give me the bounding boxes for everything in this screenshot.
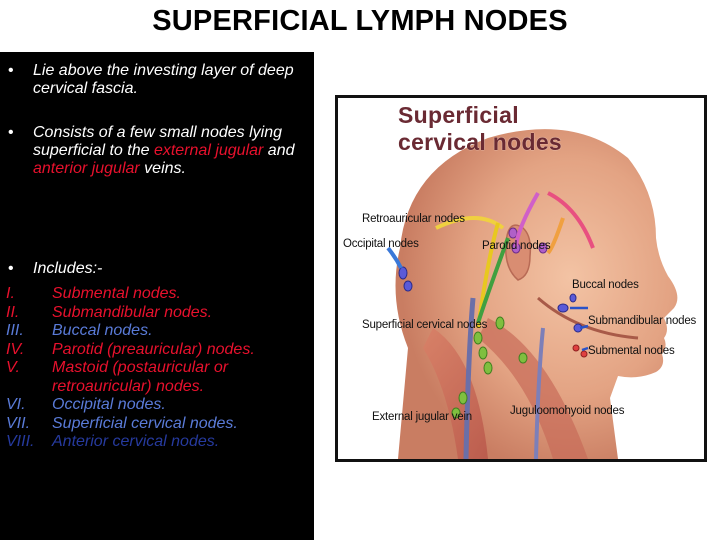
highlight-anterior-jugular: anterior jugular	[33, 160, 140, 177]
bullet-symbol: •	[8, 260, 14, 277]
list-text: Buccal nodes.	[52, 322, 153, 339]
neck-muscle	[478, 318, 588, 459]
right-label-arrows	[570, 306, 589, 352]
node-list: I. Submental nodes. II. Submandibular no…	[6, 285, 311, 452]
list-text: Anterior cervical nodes.	[52, 433, 220, 450]
list-text: Submental nodes.	[52, 285, 181, 302]
list-number: III.	[6, 322, 24, 339]
list-text: Superficial cervical nodes.	[52, 414, 238, 432]
list-item: V. Mastoid (postauricular or retroauricu…	[6, 359, 311, 396]
list-item: II. Submandibular nodes.	[6, 304, 311, 323]
list-number: IV.	[6, 340, 25, 358]
bullet-symbol: •	[8, 62, 14, 79]
slide-title: SUPERFICIAL LYMPH NODES	[152, 5, 568, 37]
label-parotid: Parotid nodes	[482, 240, 551, 252]
bullet-fascia: • Lie above the investing layer of deep …	[8, 62, 308, 98]
bullet-includes: • Includes:-	[8, 260, 308, 278]
list-number: VII.	[6, 414, 31, 432]
neck-illustration	[386, 129, 678, 459]
external-jugular-vein	[463, 297, 476, 459]
list-number: VI.	[6, 396, 26, 413]
list-item: VIII. Anterior cervical nodes.	[6, 433, 311, 452]
label-external-jugular: External jugular vein	[372, 411, 472, 423]
leader-arrows	[386, 191, 595, 329]
list-text: Submandibular nodes.	[52, 303, 213, 321]
label-occipital: Occipital nodes	[343, 238, 419, 250]
anatomy-figure: Superficial cervical nodes Retroauricula…	[335, 95, 707, 462]
text-panel: • Lie above the investing layer of deep …	[0, 52, 314, 540]
sternocleidomastoid	[423, 328, 488, 459]
list-number: I.	[6, 285, 15, 302]
bullet-text: Includes:-	[33, 260, 103, 277]
lymph-nodes-green	[451, 316, 528, 419]
label-superficial-cervical: Superficial cervical nodes	[362, 319, 488, 331]
list-item: I. Submental nodes.	[6, 285, 311, 304]
highlight-external-jugular: external jugular	[153, 142, 264, 159]
list-item: VI. Occipital nodes.	[6, 396, 311, 415]
list-text: Mastoid (postauricular or retroauricular…	[52, 359, 229, 395]
label-retroauricular: Retroauricular nodes	[362, 213, 465, 225]
list-item: III. Buccal nodes.	[6, 322, 311, 341]
lymph-nodes-red	[572, 344, 588, 358]
label-submental: Submental nodes	[588, 345, 675, 357]
label-buccal: Buccal nodes	[572, 279, 639, 291]
lymph-nodes-blue	[398, 266, 583, 333]
jaw-line	[537, 296, 639, 340]
figure-title: Superficial cervical nodes	[398, 102, 563, 155]
bullet-text: Lie above the investing layer of deep ce…	[33, 62, 294, 97]
list-number: II.	[6, 303, 20, 321]
bullet-symbol: •	[8, 124, 14, 141]
anterior-jugular-vein	[534, 327, 545, 459]
list-text: Occipital nodes.	[52, 396, 166, 413]
bullet-text: Consists of a few small nodes lying supe…	[33, 124, 295, 177]
list-item: VII. Superficial cervical nodes.	[6, 415, 311, 434]
bullet-consists: • Consists of a few small nodes lying su…	[8, 124, 308, 178]
label-juguloomohyoid: Juguloomohyoid nodes	[510, 405, 625, 417]
list-item: IV. Parotid (preauricular) nodes.	[6, 341, 311, 360]
list-number: V.	[6, 359, 20, 376]
label-submandibular: Submandibular nodes	[588, 315, 697, 327]
list-number: VIII.	[6, 433, 35, 450]
list-text: Parotid (preauricular) nodes.	[52, 340, 255, 358]
